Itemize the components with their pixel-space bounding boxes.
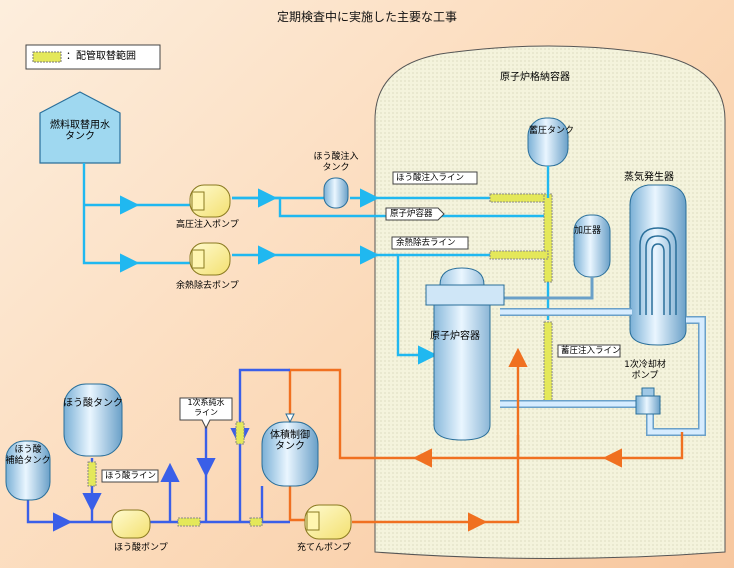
pump-charging: [304, 504, 352, 540]
pump-boric-acid: [111, 509, 151, 539]
residual-heat-line-tag: 余熱除去ライン: [396, 238, 456, 248]
replacement-segment: [489, 193, 553, 203]
primary-makeup-callout: [179, 397, 233, 430]
fuel-water-tank: [39, 91, 121, 164]
reactor-vessel-label: 原子炉容器: [430, 331, 480, 342]
boric-makeup-tank: [5, 440, 51, 501]
pressurizer: [573, 214, 611, 278]
high-pressure-pump-label: 高圧注入ポンプ: [176, 220, 239, 230]
pump-residual-heat: [189, 242, 231, 276]
replacement-segment: [543, 321, 553, 407]
boric-injection-tank-label: ほう酸注入 タンク: [313, 152, 359, 173]
reactor-vessel-line-tag: 原子炉容器: [390, 209, 433, 219]
legend-swatch: [32, 51, 62, 63]
residual-heat-pump-label: 余熱除去ポンプ: [176, 281, 239, 291]
boric-makeup-tank-label: ほう酸 補給タンク: [5, 445, 51, 466]
boric-injection-line-tag: ほう酸注入ライン: [396, 173, 465, 183]
replacement-segment: [87, 461, 97, 487]
replacement-segment: [177, 517, 201, 527]
pressurizer-label: 加圧器: [574, 226, 602, 236]
boric-injection-tank: [323, 177, 349, 209]
accumulator-tank-label: 蓄圧タンク: [529, 126, 575, 136]
primary-makeup-water-label: 1次系純水 ライン: [187, 398, 225, 417]
replacement-segment: [249, 517, 263, 527]
containment-label: 原子炉格納容器: [500, 72, 570, 83]
page-title: 定期検査中に実施した主要な工事: [276, 10, 457, 24]
coolant-pump-label: 1次冷却材 ポンプ: [624, 360, 666, 381]
replacement-segment: [235, 421, 245, 445]
accumulator-injection-line-tag: 蓄圧注入ライン: [561, 346, 621, 356]
boric-acid-pump-label: ほう酸ポンプ: [114, 543, 168, 553]
fuel-water-tank-label: 燃料取替用水 タンク: [50, 120, 110, 142]
legend-label: ：配管取替範囲: [66, 51, 136, 62]
replacement-segment: [543, 193, 553, 283]
charging-pump-label: 充てんポンプ: [297, 543, 351, 553]
coolant-pump: [635, 395, 661, 415]
steam-generator: [629, 184, 687, 346]
pump-high-pressure: [189, 184, 231, 218]
steam-generator-label: 蒸気発生器: [624, 172, 674, 183]
replacement-segment: [489, 250, 549, 260]
boric-acid-line-tag: ほう酸ライン: [105, 471, 157, 481]
boric-acid-tank: [63, 383, 123, 457]
volume-control-tank-label: 体積制御 タンク: [270, 430, 310, 452]
boric-acid-tank-label: ほう酸タンク: [63, 398, 123, 409]
